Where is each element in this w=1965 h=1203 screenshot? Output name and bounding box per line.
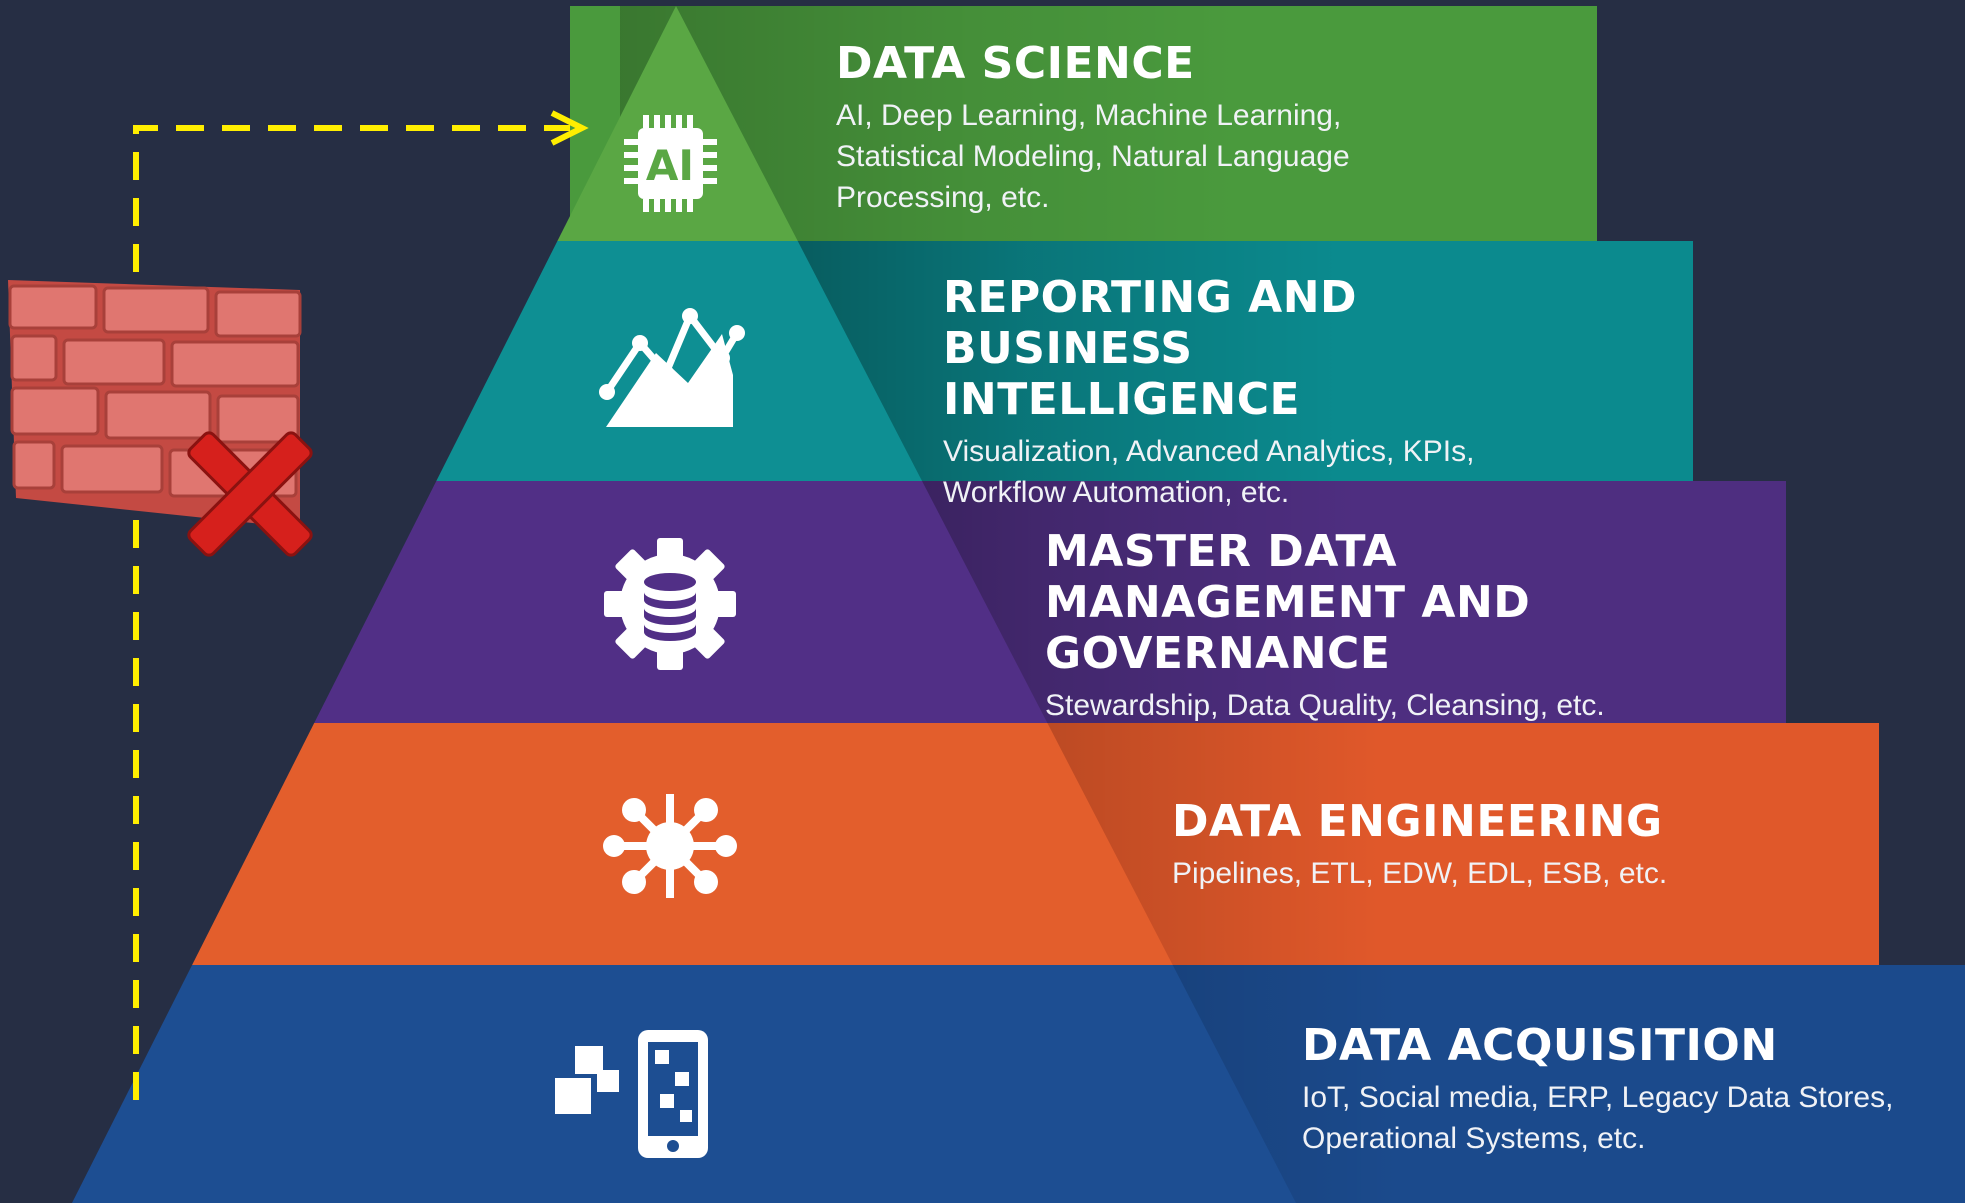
mobile-data-icon bbox=[555, 1030, 708, 1158]
layer-description: Stewardship, Data Quality, Cleansing, et… bbox=[1045, 689, 1605, 722]
layer-description: Visualization, Advanced Analytics, KPIs,… bbox=[943, 435, 1475, 509]
layer-title: REPORTING AND BUSINESS INTELLIGENCE bbox=[943, 272, 1358, 425]
layer-reporting-bi: REPORTING AND BUSINESS INTELLIGENCE Visu… bbox=[943, 272, 1683, 513]
layer-title: DATA ENGINEERING bbox=[1172, 796, 1663, 847]
database-gear-icon bbox=[604, 538, 736, 670]
svg-text:AI: AI bbox=[646, 141, 694, 190]
red-x-icon bbox=[187, 431, 313, 557]
bypass-arrow bbox=[133, 110, 589, 1100]
line-chart-icon bbox=[599, 308, 745, 427]
layer-title: DATA SCIENCE bbox=[836, 38, 1195, 89]
arrowhead-icon bbox=[550, 110, 589, 146]
layer-master-data: MASTER DATA MANAGEMENT AND GOVERNANCE St… bbox=[1045, 526, 1805, 726]
layer-description: IoT, Social media, ERP, Legacy Data Stor… bbox=[1302, 1081, 1894, 1155]
layer-data-acquisition: DATA ACQUISITION IoT, Social media, ERP,… bbox=[1302, 1020, 1962, 1159]
layer-data-engineering: DATA ENGINEERING Pipelines, ETL, EDW, ED… bbox=[1172, 796, 1892, 894]
brick-wall-icon bbox=[8, 280, 302, 528]
layer-title: MASTER DATA MANAGEMENT AND GOVERNANCE bbox=[1045, 526, 1531, 679]
layer-title: DATA ACQUISITION bbox=[1302, 1020, 1778, 1071]
layer-description: Pipelines, ETL, EDW, EDL, ESB, etc. bbox=[1172, 857, 1668, 890]
layer-description: AI, Deep Learning, Machine Learning, Sta… bbox=[836, 99, 1350, 214]
ai-chip-icon: AI bbox=[624, 115, 717, 212]
layer-data-science: DATA SCIENCE AI, Deep Learning, Machine … bbox=[836, 38, 1616, 218]
network-hub-icon bbox=[603, 794, 737, 898]
